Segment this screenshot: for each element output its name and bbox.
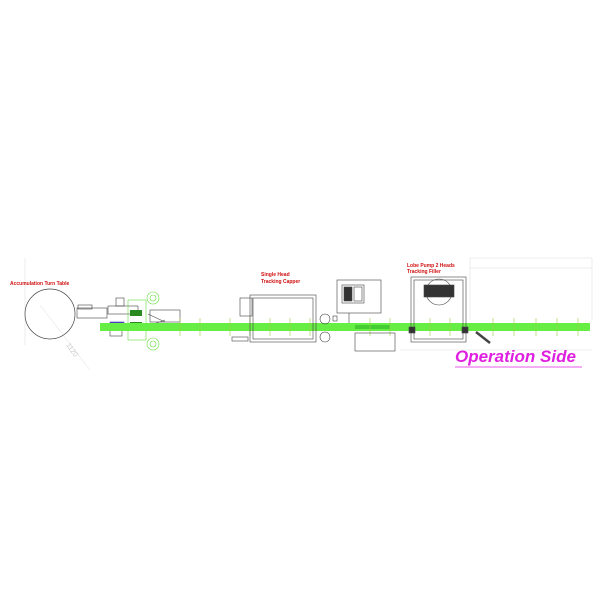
turn-table — [24, 288, 76, 340]
dimension-label: 1120 — [64, 342, 78, 358]
filler-label-line2: Tracking Filler — [407, 269, 441, 275]
capper-label-line1: Single Head — [261, 272, 290, 278]
filler-label-line1: Lobe Pump 2 Heads — [407, 263, 455, 269]
capper-machine — [231, 294, 338, 343]
operation-side-label: Operation Side — [455, 347, 576, 366]
filler-machine — [408, 276, 491, 344]
construction-lines — [24, 257, 593, 371]
capping-head-unit — [336, 279, 396, 352]
turn-table-label: Accumulation Turn Table — [10, 281, 69, 287]
capper-label-line2: Tracking Capper — [261, 279, 300, 285]
infeed-machine — [76, 291, 181, 351]
conveyor — [100, 318, 590, 336]
